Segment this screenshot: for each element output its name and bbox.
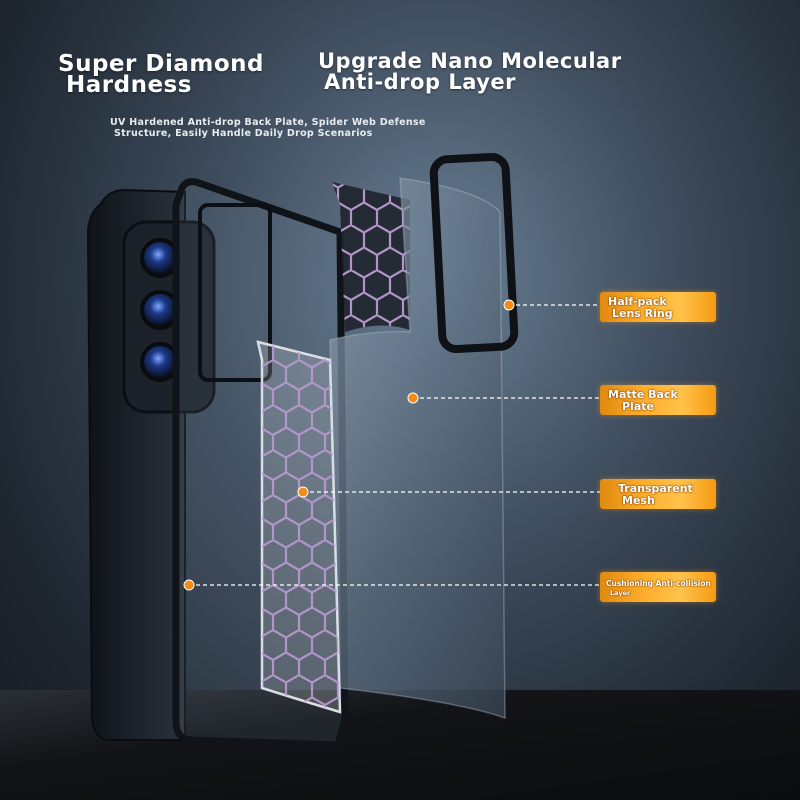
headline-left: Super Diamond Hardness [58,51,264,98]
transparent-mesh-shape [258,342,340,712]
callout-mesh: Transparent Mesh [600,479,716,509]
callout-cushion-layer: Cushioning Anti-collision Layer [600,572,716,602]
callout-mesh-line1: Transparent [618,482,693,495]
feature-description: UV Hardened Anti-drop Back Plate, Spider… [110,117,426,139]
callout-cushion-layer-line2: Layer [610,589,631,597]
headline-right-line2: Anti-drop Layer [324,70,517,94]
feature-description-line2: Structure, Easily Handle Daily Drop Scen… [114,128,373,139]
phone-body [86,188,216,741]
lens-ring-marker [503,299,515,311]
upper-mesh-strip [332,182,410,332]
callout-back-plate: Matte Back Plate [600,385,716,415]
back-plate-marker [407,392,419,404]
matte-back-plate-shape [329,177,506,720]
callout-lens-ring-line1: Half-pack [608,295,667,308]
headline-right-line1: Upgrade Nano Molecular [318,49,622,73]
callout-lens-ring-line2: Lens Ring [612,307,673,320]
callout-lens-ring: Half-pack Lens Ring [600,292,716,322]
headline-left-line2: Hardness [66,72,192,98]
cushion-layer-marker [183,579,195,591]
callout-cushion-layer-line1: Cushioning Anti-collision [606,579,711,588]
callout-mesh-line2: Mesh [622,494,655,507]
headline-right: Upgrade Nano Molecular Anti-drop Layer [318,51,622,93]
headline-left-line1: Super Diamond [58,51,264,77]
lens-ring-shape [429,152,519,354]
callout-back-plate-line2: Plate [622,400,654,413]
mesh-marker [297,486,309,498]
feature-description-line1: UV Hardened Anti-drop Back Plate, Spider… [110,117,426,128]
callout-back-plate-line1: Matte Back [608,388,678,401]
leader-lines [189,304,600,586]
